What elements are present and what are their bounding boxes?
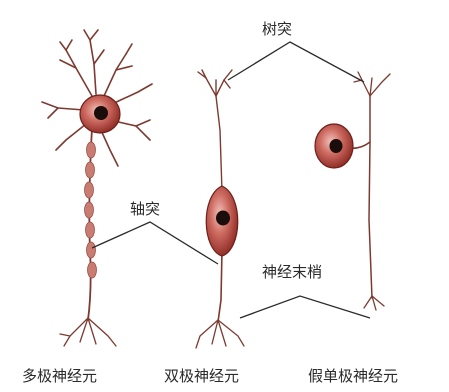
pseudounipolar-nucleus (330, 139, 343, 153)
bipolar-axon (218, 250, 222, 322)
multipolar-caption: 多极神经元 (22, 367, 97, 385)
bipolar-neuron (196, 70, 244, 348)
dendrite-label: 树突 (262, 20, 292, 38)
bipolar-nerve-endings (196, 320, 244, 348)
dendrite-leader-line (228, 42, 364, 82)
pseudounipolar-nerve-endings (364, 296, 384, 310)
nerve-ending-label: 神经末梢 (262, 263, 322, 281)
multipolar-neuron (42, 30, 152, 346)
pseudounipolar-caption: 假单极神经元 (308, 367, 398, 385)
nerve-ending-leader-line (240, 296, 370, 318)
axon-label: 轴突 (130, 200, 160, 218)
bipolar-nucleus (216, 211, 230, 226)
multipolar-nerve-endings (60, 318, 116, 346)
multipolar-nucleus (94, 106, 108, 120)
bipolar-caption: 双极神经元 (164, 367, 239, 385)
pseudounipolar-dendrite-branches (354, 72, 390, 96)
bipolar-dendrites (198, 70, 232, 192)
axon-leader-line (92, 222, 218, 264)
pseudounipolar-peripheral-process (369, 96, 372, 298)
pseudounipolar-neuron (315, 72, 390, 310)
multipolar-myelin-sheath (85, 142, 97, 278)
